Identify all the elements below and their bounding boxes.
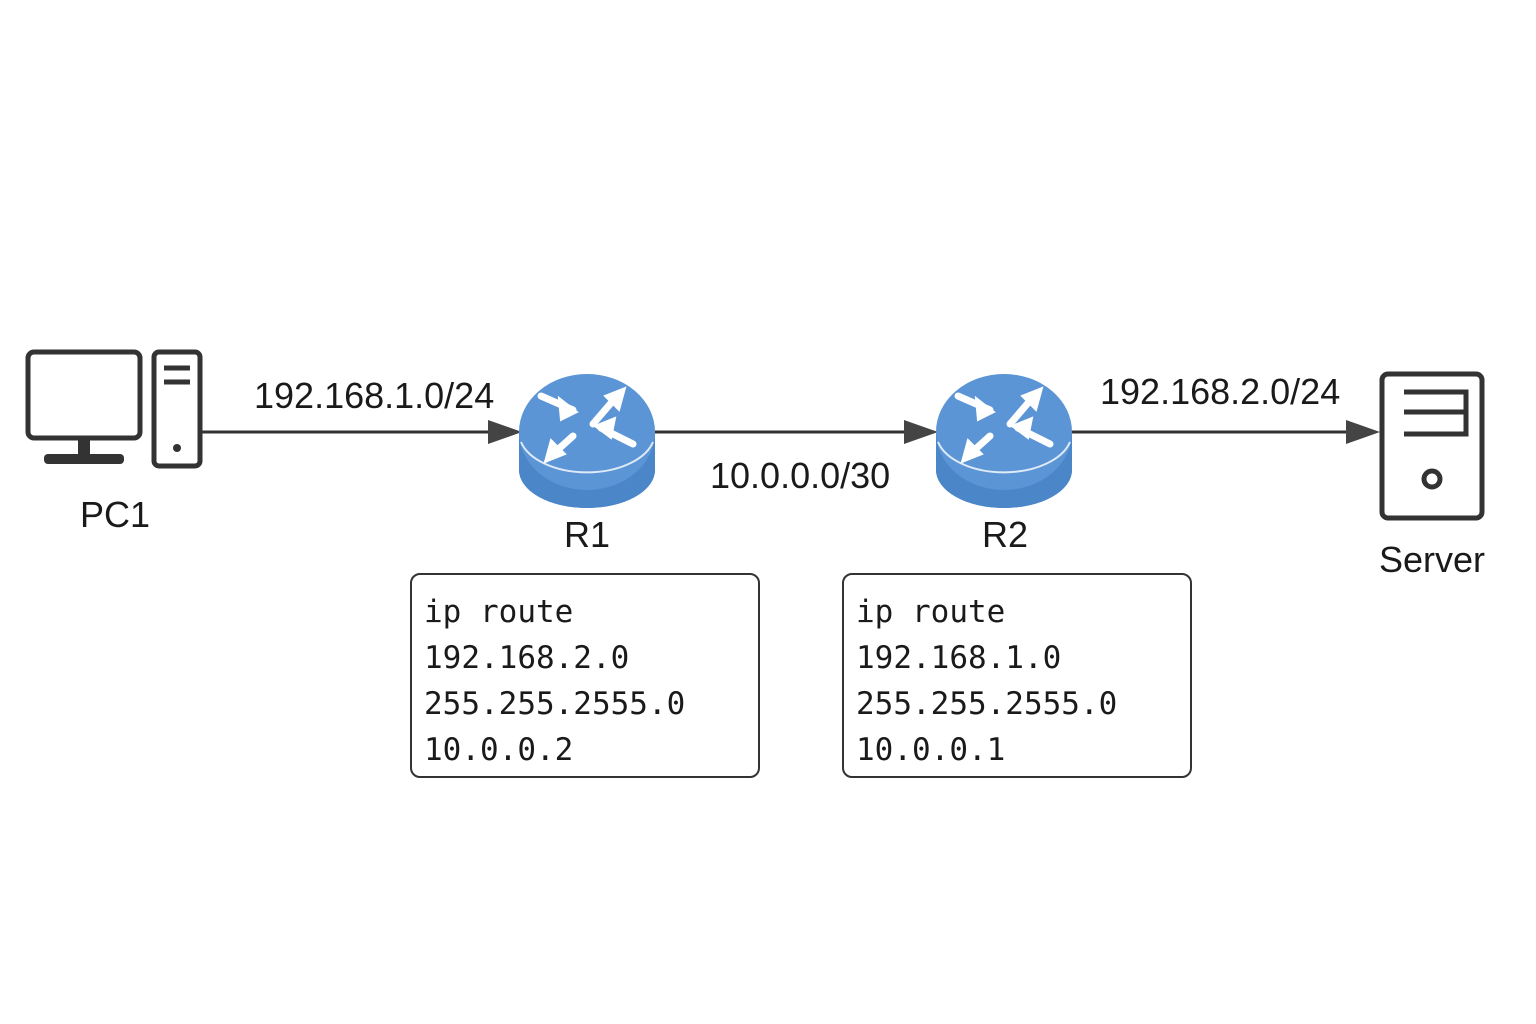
router-icon[interactable] [519, 374, 655, 508]
config-line: ip route [424, 594, 574, 630]
config-line: 255.255.2555.0 [856, 686, 1118, 722]
r2-route-config-box: ip route 192.168.1.0 255.255.2555.0 10.0… [842, 573, 1192, 778]
link-label-pc1-r1: 192.168.1.0/24 [254, 375, 495, 416]
desktop-computer-icon[interactable] [25, 349, 203, 469]
r1-route-config-box: ip route 192.168.2.0 255.255.2555.0 10.0… [410, 573, 760, 778]
config-line: 192.168.2.0 [424, 640, 630, 676]
link-r1-r2 [654, 420, 938, 444]
arrow-head-icon [904, 420, 938, 444]
server-tower-icon[interactable] [1379, 371, 1485, 521]
link-label-r2-server: 192.168.2.0/24 [1100, 371, 1341, 412]
config-line: 10.0.0.2 [424, 732, 574, 768]
link-label-r1-r2: 10.0.0.0/30 [710, 455, 891, 496]
link-pc1-r1 [200, 420, 522, 444]
config-line: 255.255.2555.0 [424, 686, 686, 722]
node-label-r2: R2 [981, 514, 1029, 555]
node-label-pc1: PC1 [79, 494, 151, 535]
link-r2-server [1070, 420, 1380, 444]
config-line: ip route [856, 594, 1006, 630]
arrow-head-icon [1346, 420, 1380, 444]
arrow-head-icon [488, 420, 522, 444]
node-label-server: Server [1378, 539, 1486, 580]
config-line: 10.0.0.1 [856, 732, 1006, 768]
config-line: 192.168.1.0 [856, 640, 1062, 676]
router-icon[interactable] [936, 374, 1072, 508]
node-label-r1: R1 [563, 514, 611, 555]
